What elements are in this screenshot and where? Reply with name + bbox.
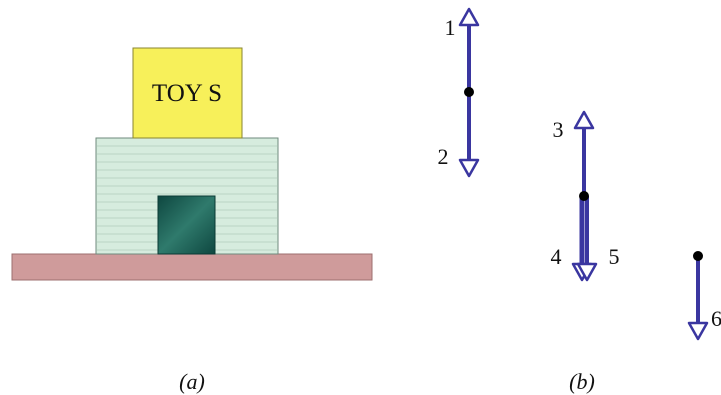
force-label-5: 5 (609, 244, 620, 269)
force-label-6: 6 (711, 306, 721, 331)
force-pair-1-2: 1 2 (438, 7, 480, 178)
force-label-4: 4 (551, 244, 562, 269)
force-6: 6 (687, 251, 721, 341)
force-group-3-4-5: 3 4 5 (551, 110, 620, 282)
force-label-2: 2 (438, 144, 449, 169)
force-label-1: 1 (445, 15, 456, 40)
panel-a: TOY S (a) (11, 47, 373, 394)
ground-slab (11, 253, 373, 281)
toy-box-label: TOY S (152, 80, 222, 107)
force-6-arrowhead (687, 321, 709, 341)
panel-b: 1 2 3 4 5 6 (b) (438, 7, 721, 394)
caption-b: (b) (569, 369, 595, 394)
toy-box: TOY S (132, 47, 243, 139)
caption-a: (a) (179, 369, 205, 394)
force-5-arrowhead (576, 262, 598, 282)
object-point-2 (579, 191, 589, 201)
force-2-arrowhead (458, 158, 480, 178)
force-3-arrowhead (573, 110, 595, 130)
building (95, 137, 279, 255)
force-label-3: 3 (553, 117, 564, 142)
force-1-arrowhead (458, 7, 480, 27)
building-door (157, 195, 216, 255)
toy-box-body (132, 47, 243, 139)
object-point-3 (693, 251, 703, 261)
object-point-1 (464, 87, 474, 97)
